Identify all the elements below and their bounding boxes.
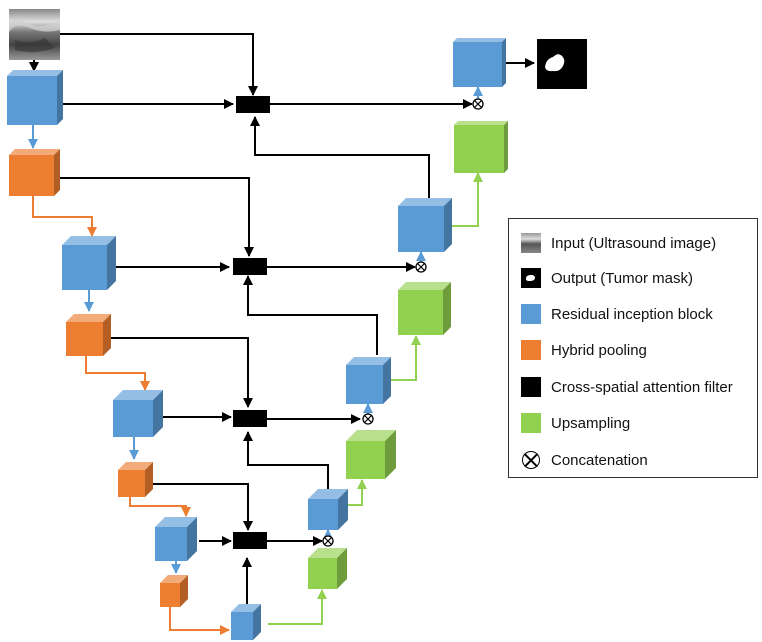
legend-item-pooling: Hybrid pooling: [521, 338, 647, 362]
residual-block: [398, 198, 452, 252]
pooling-block: [118, 462, 153, 497]
residual-block: [155, 517, 197, 561]
pooling-block: [9, 149, 60, 196]
pooling-swatch: [521, 340, 541, 360]
pooling-block: [160, 575, 188, 607]
upsampling-block: [398, 282, 451, 335]
upsampling-swatch: [521, 413, 541, 433]
concatenation-icon: [522, 451, 540, 469]
legend: Input (Ultrasound image) Output (Tumor m…: [508, 218, 758, 478]
legend-item-attention: Cross-spatial attention filter: [521, 375, 733, 399]
concatenation-node: [415, 261, 427, 273]
residual-block: [453, 38, 506, 87]
concatenation-node: [322, 535, 334, 547]
residual-block: [7, 70, 63, 125]
concatenation-node: [472, 98, 484, 110]
attention-swatch: [521, 377, 541, 397]
upsampling-block: [454, 121, 508, 173]
residual-swatch: [521, 304, 541, 324]
concatenation-nodes: [322, 98, 484, 547]
residual-block: [346, 357, 391, 404]
residual-block: [62, 236, 116, 290]
attention-filter: [233, 410, 267, 427]
legend-item-input: Input (Ultrasound image): [521, 231, 716, 255]
output-mask: [537, 39, 587, 89]
legend-label: Output (Tumor mask): [551, 269, 693, 287]
attention-filters: [233, 96, 270, 549]
legend-item-concat: Concatenation: [521, 448, 648, 472]
concatenation-node: [362, 413, 374, 425]
legend-label: Hybrid pooling: [551, 341, 647, 359]
legend-label: Concatenation: [551, 451, 648, 469]
residual-block: [308, 489, 348, 530]
attention-filter: [233, 258, 267, 275]
legend-item-residual: Residual inception block: [521, 302, 713, 326]
upsampling-block: [308, 548, 347, 589]
residual-block: [231, 604, 261, 640]
legend-label: Upsampling: [551, 414, 631, 432]
legend-item-output: Output (Tumor mask): [521, 266, 693, 290]
input-image: [9, 9, 60, 60]
attention-filter: [236, 96, 270, 113]
ultrasound-icon: [521, 233, 541, 253]
legend-label: Cross-spatial attention filter: [551, 378, 733, 396]
legend-item-upsampling: Upsampling: [521, 411, 630, 435]
pooling-block: [66, 314, 111, 356]
connections: [28, 33, 535, 635]
tumor-mask-icon: [521, 268, 541, 288]
residual-block: [113, 390, 163, 437]
attention-filter: [233, 532, 267, 549]
legend-label: Input (Ultrasound image): [551, 234, 717, 252]
legend-label: Residual inception block: [551, 305, 713, 323]
upsampling-block: [346, 430, 396, 479]
